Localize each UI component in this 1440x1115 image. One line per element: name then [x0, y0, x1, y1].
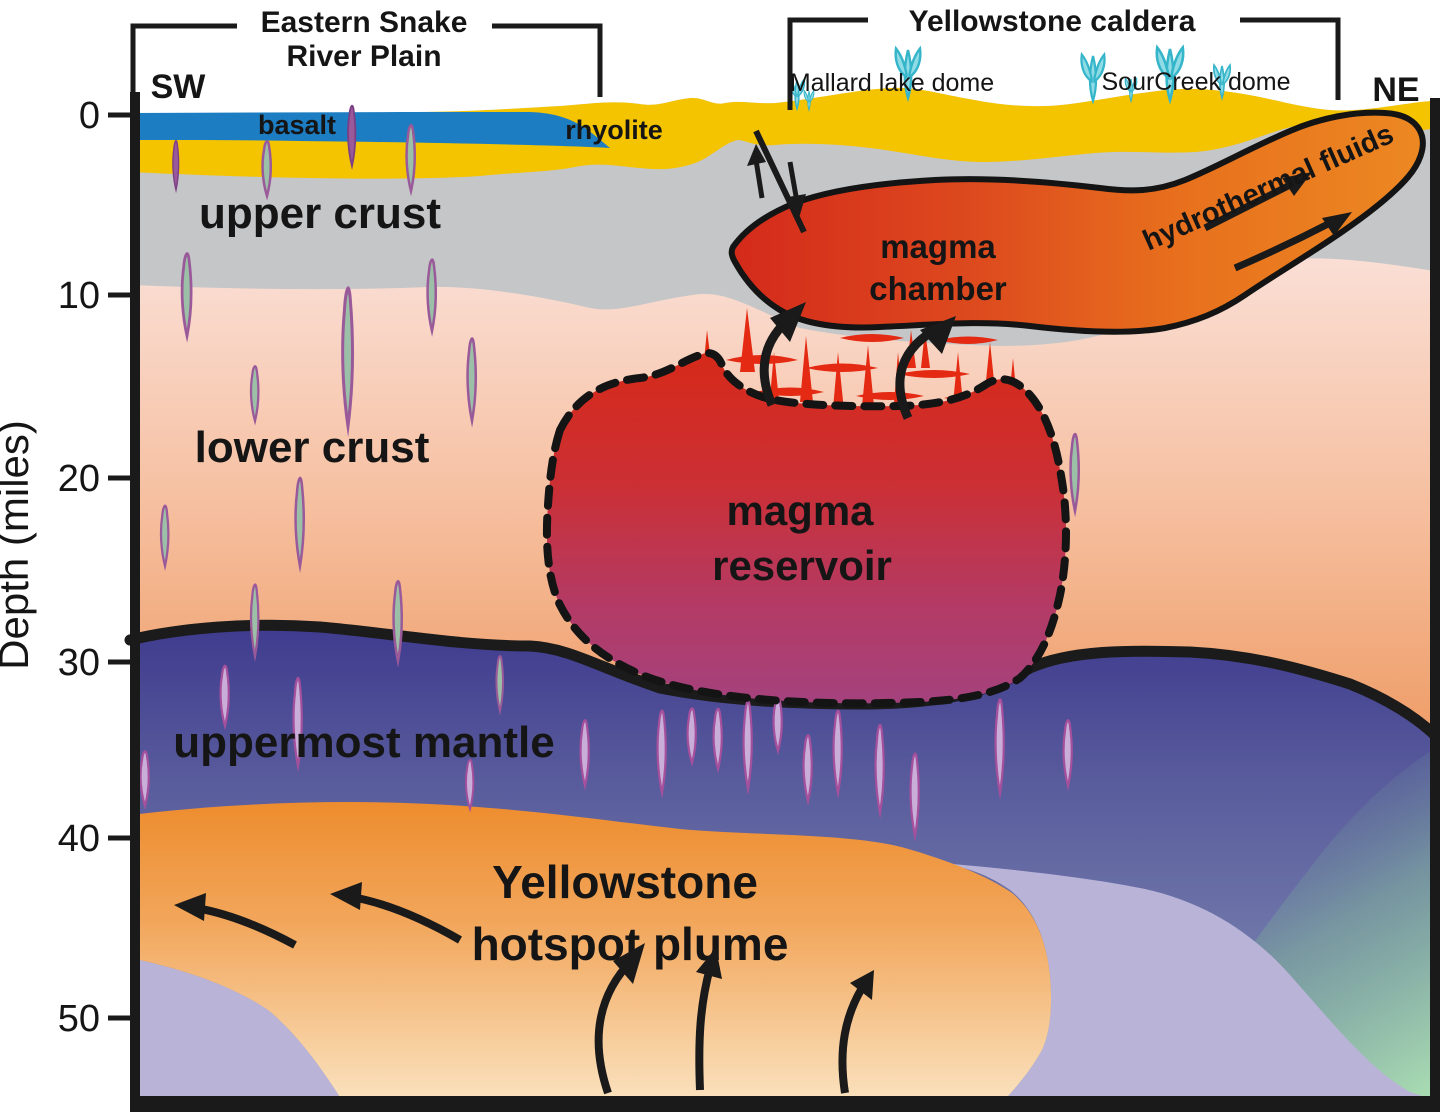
esrp-bracket — [130, 23, 603, 97]
magma-chamber-label-line1: magma — [880, 228, 996, 265]
sourcreek-dome-label: SourCreek dome — [1102, 68, 1291, 96]
compass-ne: NE — [1372, 71, 1419, 109]
rhyolite-layer — [130, 87, 1440, 179]
lower-crust-label: lower crust — [195, 423, 430, 472]
magma-reservoir-label-line1: magma — [726, 487, 874, 534]
hotspot-plume — [130, 802, 1052, 1105]
moho-boundary — [124, 619, 1440, 746]
caldera-label: Yellowstone caldera — [909, 5, 1196, 38]
tick-label-20: 20 — [58, 458, 100, 500]
plume-convection-arrows — [174, 882, 874, 1095]
tick-label-0: 0 — [79, 95, 100, 137]
magma-chamber — [728, 109, 1426, 335]
lavender-region-right — [930, 862, 1440, 1105]
upper-crust-label: upper crust — [199, 189, 441, 238]
sky — [0, 0, 1440, 113]
uppermost-mantle-label: uppermost mantle — [173, 718, 554, 767]
axis-right-border — [1430, 98, 1440, 1108]
magma-ascent-arrows — [759, 302, 956, 420]
lavender-region-left — [130, 958, 345, 1105]
magma-reservoir — [542, 349, 1070, 708]
rhyolite-label: rhyolite — [565, 115, 663, 145]
axis-title: Depth (miles) — [0, 420, 37, 670]
esrp-label-line1: Eastern Snake — [261, 6, 468, 39]
esrp-label-line2: River Plain — [286, 40, 441, 73]
caldera-bracket — [787, 17, 1341, 110]
red-dike-swarm — [646, 308, 1018, 420]
mallard-dome-label: Mallard lake dome — [790, 69, 994, 97]
axis-bottom-border — [130, 1096, 1440, 1112]
tick-label-10: 10 — [58, 275, 100, 317]
magma-reservoir-label-line2: reservoir — [712, 542, 892, 589]
basalt-label: basalt — [258, 110, 336, 140]
hydrothermal-flow-arrows — [1203, 172, 1352, 272]
plume-label-line1: Yellowstone — [492, 856, 758, 908]
compass-sw: SW — [151, 68, 207, 106]
axis-left-border — [130, 92, 140, 1108]
tick-label-50: 50 — [58, 998, 100, 1040]
axis-ticks — [108, 112, 130, 1021]
fault-icon — [747, 129, 807, 234]
basalt-layer — [130, 112, 610, 148]
magma-chamber-label-line2: chamber — [869, 270, 1007, 307]
depth-axis: 0 10 20 30 40 50 Depth (miles) — [0, 92, 1440, 1112]
tick-label-40: 40 — [58, 818, 100, 860]
tick-label-30: 30 — [58, 642, 100, 684]
